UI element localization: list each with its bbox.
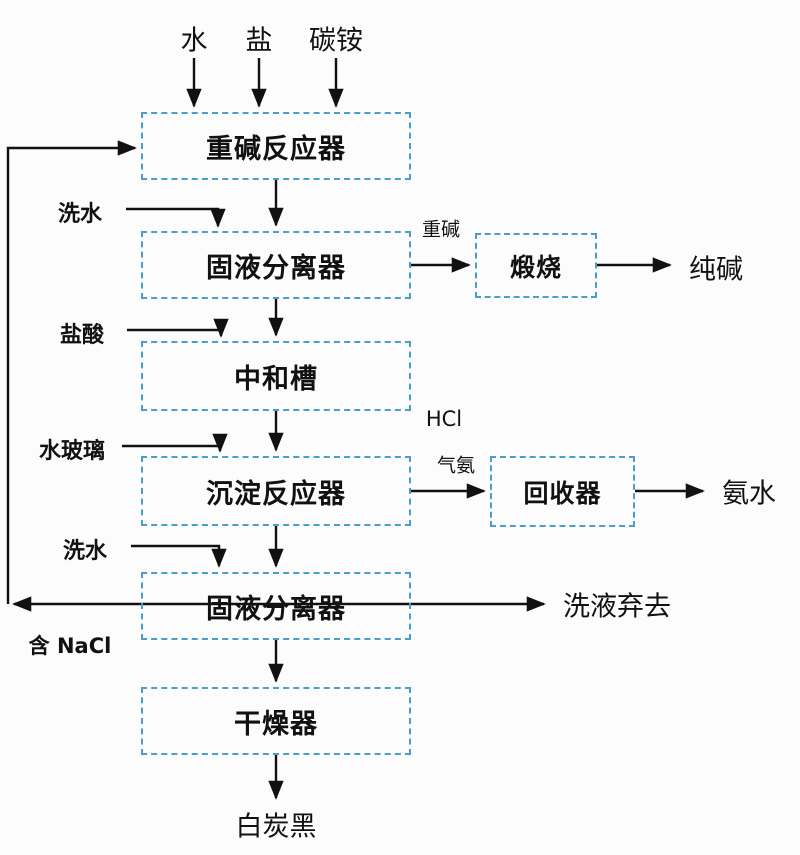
input-label-water: 水 <box>180 25 208 57</box>
wire-washwater1-into-sep1 <box>126 207 226 228</box>
unit-ammonia-recovery[interactable]: 回收器 <box>490 456 635 527</box>
wire-waterglass-into-precipitator <box>122 433 228 453</box>
unit-label: 煅烧 <box>509 252 562 282</box>
unit-label: 中和槽 <box>234 363 318 395</box>
unit-label: 重碱反应器 <box>206 133 346 165</box>
unit-solid-liquid-sep-1[interactable]: 固液分离器 <box>141 231 411 299</box>
output-label-waste-wash-liquid: 洗液弃去 <box>563 591 671 623</box>
stream-label-hcl: HCl <box>425 407 463 431</box>
input-label-hydrochloric-acid: 盐酸 <box>59 323 105 348</box>
wire-hcl-into-neutralizer <box>127 318 229 338</box>
unit-label: 沉淀反应器 <box>206 478 346 510</box>
output-label-white-carbon-black: 白炭黑 <box>235 811 317 843</box>
unit-solid-liquid-sep-2[interactable]: 固液分离器 <box>141 572 411 640</box>
output-label-ammonia-water: 氨水 <box>722 478 776 510</box>
stream-label-ammonia-gas: 气氨 <box>436 454 476 477</box>
input-label-wash-water-1: 洗水 <box>57 202 103 227</box>
output-label-soda-ash: 纯碱 <box>689 254 743 286</box>
unit-label: 固液分离器 <box>206 593 346 625</box>
input-label-ammonium-bicarbonate: 碳铵 <box>309 25 363 57</box>
input-label-wash-water-2: 洗水 <box>62 539 108 564</box>
input-label-water-glass: 水玻璃 <box>38 439 106 464</box>
input-label-salt: 盐 <box>245 25 273 57</box>
wire-washwater2-into-sep2 <box>131 544 227 568</box>
unit-precipitation-reactor[interactable]: 沉淀反应器 <box>141 456 411 526</box>
unit-label: 回收器 <box>523 478 602 508</box>
stream-label-nacl: 含 NaCl <box>28 634 112 658</box>
unit-label: 干燥器 <box>234 708 318 740</box>
unit-heavy-alkali-reactor[interactable]: 重碱反应器 <box>141 112 411 180</box>
stream-label-heavy-alkali: 重碱 <box>421 218 461 241</box>
unit-label: 固液分离器 <box>206 252 346 284</box>
unit-dryer[interactable]: 干燥器 <box>141 687 411 755</box>
unit-calciner[interactable]: 煅烧 <box>475 233 597 298</box>
unit-neutralization-tank[interactable]: 中和槽 <box>141 341 411 411</box>
